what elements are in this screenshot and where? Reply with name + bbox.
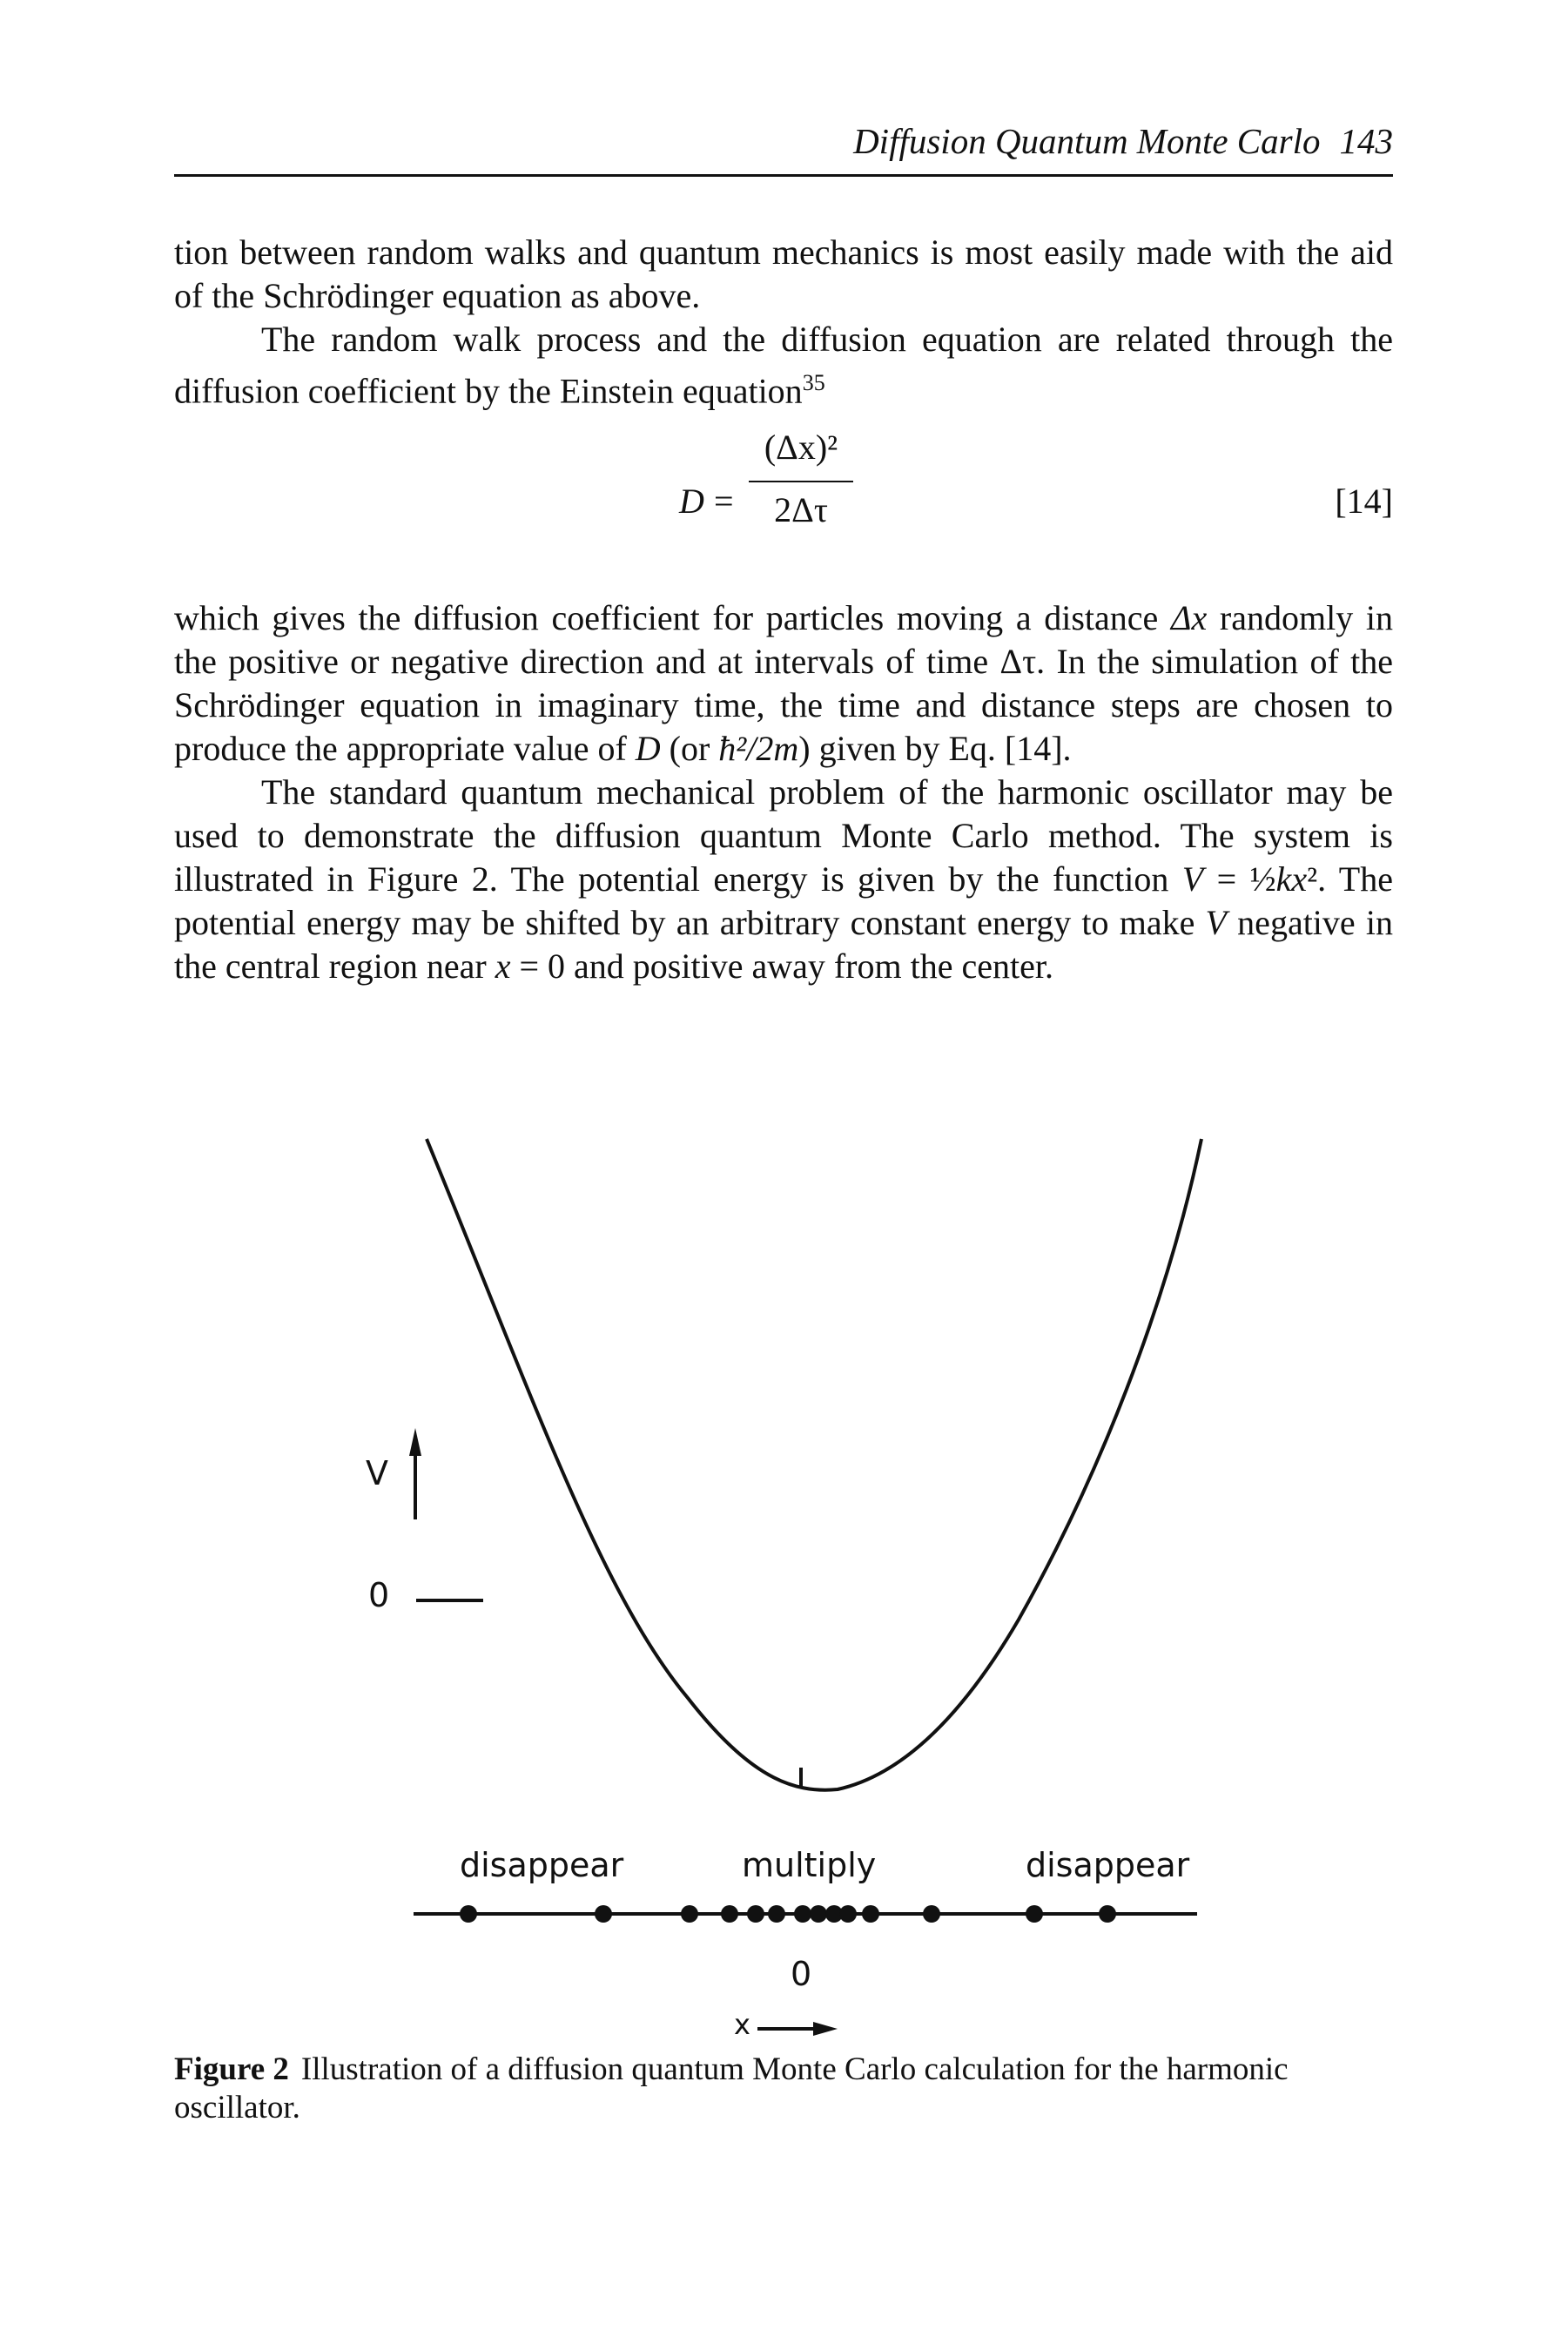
x-axis-label: x <box>734 2008 750 2041</box>
equation-14: D = (Δx)² 2Δτ [14] <box>174 427 1393 557</box>
p4-part-a: The standard quantum mechanical problem … <box>174 772 1393 899</box>
walker-dot <box>825 1905 843 1923</box>
p4-var-v: V <box>1181 859 1204 899</box>
p4-var-x: x <box>495 946 511 986</box>
potential-curve <box>425 1138 1203 1792</box>
p4-part-e: = 0 and positive away from the center. <box>510 946 1053 986</box>
v-axis-arrowhead <box>409 1428 421 1456</box>
p3-var-hbar: ħ²/2m <box>718 729 799 768</box>
p4-part-d: negative in the central region near <box>174 903 1393 986</box>
region-label-center: multiply <box>742 1846 877 1884</box>
equation-lhs: D <box>679 482 704 521</box>
p4-var-v2: V <box>1205 903 1227 942</box>
caption-text: Illustration of a diffusion quantum Mont… <box>174 2051 1289 2125</box>
equation-equals: = <box>714 482 734 521</box>
p3-var-d: D <box>635 729 661 768</box>
p3-var-dx: Δx <box>1171 598 1208 637</box>
walker-dot <box>1026 1905 1043 1923</box>
walker-dot <box>862 1905 879 1923</box>
walker-dot <box>595 1905 612 1923</box>
zero-level-label: 0 <box>368 1576 390 1614</box>
p4-var-kx: kx <box>1275 859 1308 899</box>
walker-dots <box>460 1905 1116 1923</box>
paragraph-2-text: The random walk process and the diffusio… <box>174 320 1393 411</box>
p3-part-b: randomly in the positive or negative dir… <box>174 598 1394 768</box>
walker-dot <box>1099 1905 1116 1923</box>
paragraph-1: tion between random walks and quantum me… <box>174 231 1393 318</box>
walker-dot <box>460 1905 477 1923</box>
main-text: which gives the diffusion coefficient fo… <box>174 596 1393 988</box>
running-title-line: Diffusion Quantum Monte Carlo 143 <box>853 120 1393 162</box>
region-label-right: disappear <box>1026 1846 1190 1884</box>
equation-numerator: (Δx)² <box>764 428 838 467</box>
walker-dot <box>839 1905 857 1923</box>
running-header: Diffusion Quantum Monte Carlo 143 <box>174 113 1393 177</box>
equation-denominator: 2Δτ <box>774 490 828 529</box>
paragraph-2: The random walk process and the diffusio… <box>174 318 1393 413</box>
citation-ref: 35 <box>802 370 825 395</box>
v-axis-label: V <box>366 1454 388 1492</box>
caption-label: Figure 2 <box>174 2051 289 2087</box>
walker-dot <box>768 1905 785 1923</box>
p3-part-c: (or <box>660 729 719 768</box>
equation-number: [14] <box>1335 482 1393 521</box>
paragraph-1-text: tion between random walks and quantum me… <box>174 232 1393 315</box>
walker-dot <box>681 1905 698 1923</box>
p3-part-a: which gives the diffusion coefficient fo… <box>174 598 1171 637</box>
p3-part-d: ) given by Eq. [14]. <box>798 729 1072 768</box>
equation-fraction: (Δx)² 2Δτ <box>749 427 853 530</box>
walker-dot <box>794 1905 811 1923</box>
fraction-bar <box>749 481 853 482</box>
intro-text: tion between random walks and quantum me… <box>174 231 1393 413</box>
p4-part-b: = ½ <box>1203 859 1276 899</box>
region-label-left: disappear <box>460 1846 624 1884</box>
walker-dot <box>721 1905 738 1923</box>
page-number: 143 <box>1339 121 1394 161</box>
origin-label: 0 <box>791 1955 812 1993</box>
walker-dot <box>747 1905 764 1923</box>
paragraph-4: The standard quantum mechanical problem … <box>174 771 1393 988</box>
x-axis-arrowhead <box>813 2022 838 2036</box>
paragraph-3: which gives the diffusion coefficient fo… <box>174 596 1393 771</box>
p4-part-c: ². The potential energy may be shifted b… <box>174 859 1393 942</box>
running-title: Diffusion Quantum Monte Carlo <box>853 121 1321 161</box>
walker-dot <box>810 1905 827 1923</box>
walker-dot <box>923 1905 940 1923</box>
